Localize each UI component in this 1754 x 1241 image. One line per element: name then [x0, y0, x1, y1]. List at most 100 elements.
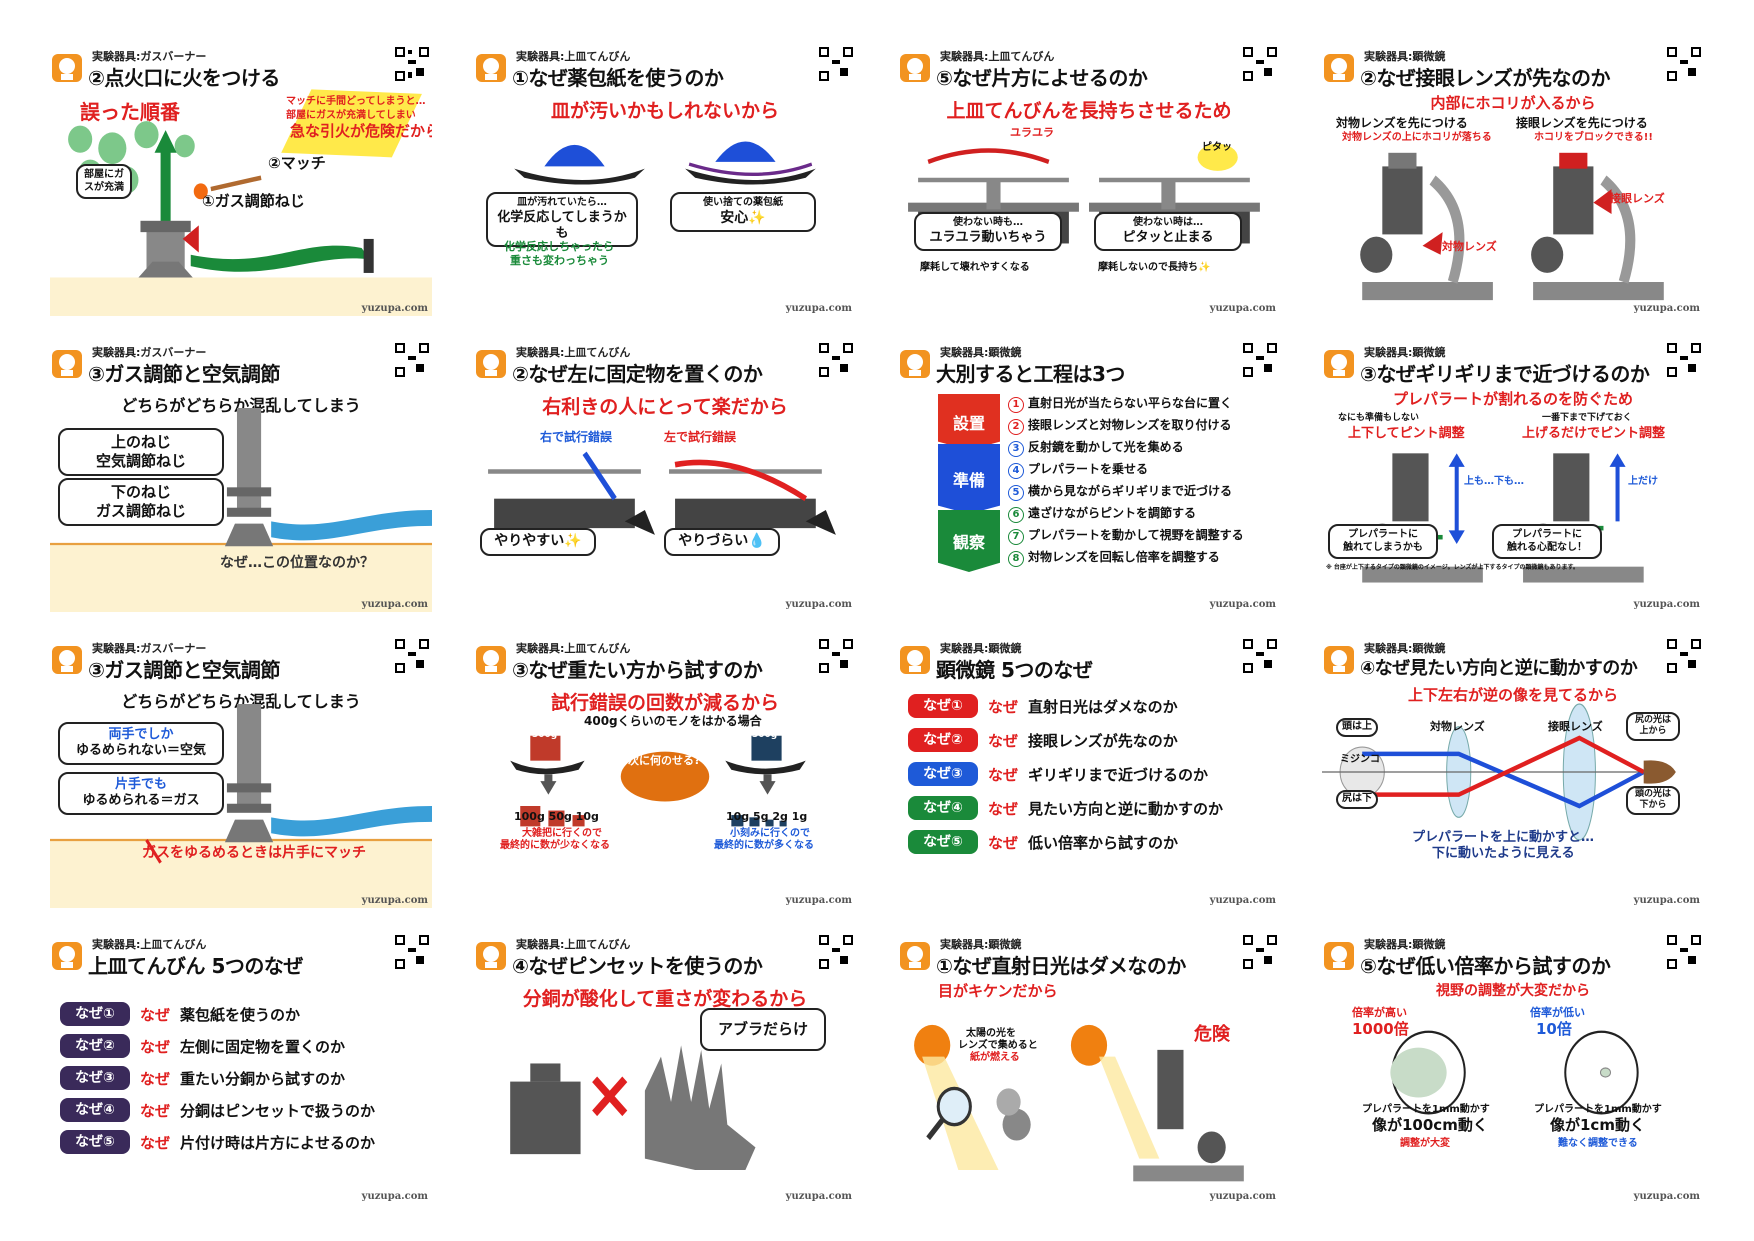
why-tag: なぜ② [60, 1034, 130, 1058]
why-question: ギリギリまで近づけるのか [1028, 765, 1209, 784]
why-question: 片付け時は片方によせるのか [180, 1133, 376, 1152]
why-tag: なぜ② [908, 728, 978, 752]
qr-code-icon[interactable] [1666, 46, 1702, 82]
note-line: 太陽の光を [966, 1028, 1016, 1039]
result-line: 像が1cm動く [1550, 1116, 1645, 1134]
eyepiece-lens-label: 接眼レンズ [1548, 720, 1603, 733]
why-word: なぜ [988, 765, 1019, 784]
bubble-line: 安心✨ [720, 209, 766, 226]
head-up-bubble: 頭は上 [1336, 718, 1378, 737]
card-title: ③ガス調節と空気調節 [88, 658, 280, 682]
reason-lead: どちらがどちらか混乱してしまう [121, 396, 361, 415]
qr-code-icon[interactable] [1242, 342, 1278, 378]
step-number: 7 [1008, 529, 1024, 545]
qr-code-icon[interactable] [394, 46, 430, 82]
weight-hand-illustration [510, 1045, 756, 1170]
optics-illustration [1322, 703, 1676, 841]
qr-code-icon[interactable] [818, 342, 854, 378]
why-word: なぜ [988, 799, 1019, 818]
card-category: 実験器具:顕微鏡 [940, 642, 1022, 655]
qr-code-icon[interactable] [818, 46, 854, 82]
footer-site: yuzupa.com [361, 303, 428, 314]
heading-line: 対物レンズを先につける [1336, 116, 1468, 130]
qr-code-icon[interactable] [1666, 342, 1702, 378]
reason-lead: 目がキケンだから [938, 982, 1058, 1000]
step-text: 直射日光が当たらない平らな台に置く [1028, 396, 1233, 410]
qr-code-icon[interactable] [1242, 934, 1278, 970]
qr-code-icon[interactable] [394, 342, 430, 378]
objective-lens-label: 対物レンズ [1442, 240, 1497, 253]
qr-code-icon[interactable] [818, 638, 854, 674]
footer-site: yuzupa.com [1209, 1191, 1276, 1202]
bubble-line: ゆるめられない＝空気 [75, 743, 206, 759]
card-burner-adjust-1: 実験器具:ガスバーナー ③ガス調節と空気調節 どちらがどちらか混乱してしまう 上… [50, 340, 432, 612]
card-category: 実験器具:上皿てんびん [516, 938, 631, 951]
qr-code-icon[interactable] [818, 934, 854, 970]
step-text: 反射鏡を動かして光を集める [1028, 440, 1184, 454]
result-line: 像が100cm動く [1372, 1116, 1488, 1134]
card-title: ②なぜ接眼レンズが先なのか [1360, 66, 1611, 90]
stop-bubble: 使わない時は…ピタッと止まる [1094, 212, 1242, 251]
qr-code-icon[interactable] [394, 638, 430, 674]
card-burner-ignite: 実験器具:ガスバーナー ②点火口に火をつける 誤った順番 マッチに手間どってしま… [50, 44, 432, 316]
card-title: ⑤なぜ低い倍率から試すのか [1360, 954, 1611, 978]
why-tag: なぜ③ [60, 1066, 130, 1090]
card-title: ③なぜ重たい方から試すのか [512, 658, 763, 682]
qr-code-icon[interactable] [1666, 638, 1702, 674]
high-power-value: 1000倍 [1352, 1020, 1409, 1038]
footer-site: yuzupa.com [1209, 303, 1276, 314]
qr-code-icon[interactable] [394, 934, 430, 970]
card-category: 実験器具:顕微鏡 [940, 346, 1022, 359]
card-header: 実験器具:顕微鏡 ⑤なぜ低い倍率から試すのか [1322, 932, 1704, 980]
qr-code-icon[interactable] [1242, 46, 1278, 82]
bubble-line: 両手でしか [108, 727, 174, 742]
bubble-line: 触れてしまうかも [1343, 541, 1423, 553]
subnote: 一番下まで下げておく [1542, 413, 1632, 423]
yuzupa-logo-icon [900, 942, 930, 970]
high-power-label: 倍率が高い [1352, 1006, 1407, 1019]
card-title: 大別すると工程は3つ [936, 362, 1125, 386]
reason-lead: どちらがどちらか混乱してしまう [121, 692, 361, 711]
move-line: プレパラートを1mm動かす [1362, 1104, 1490, 1115]
bubble-line: 上のねじ [110, 433, 171, 451]
note-line: 急な引火が危険だから [290, 122, 432, 140]
why-word: なぜ [988, 731, 1019, 750]
card-title: 上皿てんびん 5つのなぜ [88, 954, 303, 978]
step-text: プレパラートを乗せる [1028, 462, 1149, 476]
yuzupa-logo-icon [1324, 942, 1354, 970]
low-power-value: 10倍 [1536, 1020, 1572, 1038]
footer-site: yuzupa.com [785, 895, 852, 906]
card-title: ①なぜ直射日光はダメなのか [936, 954, 1186, 978]
heading-line: 上げるだけでピント調整 [1522, 426, 1666, 441]
note-line: 大雑把に行くので [522, 828, 602, 839]
balance-hand-illustration [488, 451, 836, 535]
why-word: なぜ [988, 833, 1019, 852]
heading-line: 接眼レンズを先につける [1516, 116, 1648, 130]
card-header: 実験器具:ガスバーナー ②点火口に火をつける [50, 44, 432, 92]
card-title: ③なぜギリギリまで近づけるのか [1360, 362, 1650, 386]
card-header: 実験器具:顕微鏡 大別すると工程は3つ [898, 340, 1280, 388]
balance-dish-illustration [514, 141, 816, 185]
reason-lead: プレパラートが割れるのを防ぐため [1392, 390, 1633, 408]
qr-code-icon[interactable] [1242, 638, 1278, 674]
qr-code-icon[interactable] [1666, 934, 1702, 970]
step-text: 遠ざけながらピントを調節する [1028, 506, 1197, 520]
